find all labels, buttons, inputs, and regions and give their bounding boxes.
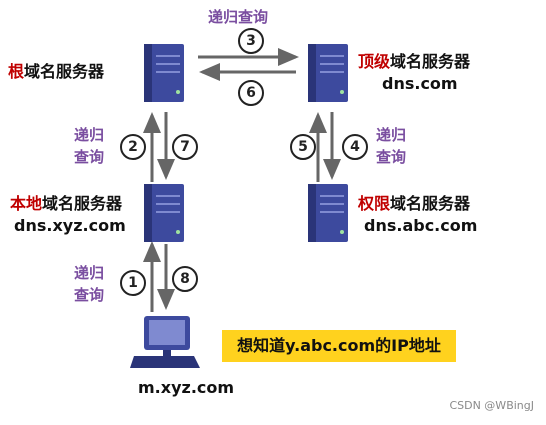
tld-server-icon xyxy=(308,44,348,102)
step-7-badge: 7 xyxy=(172,134,198,160)
local-server-label: 本地域名服务器 xyxy=(10,194,123,213)
local-server-icon xyxy=(144,184,184,242)
root-server-icon xyxy=(144,44,184,102)
query-note: 想知道y.abc.com的IP地址 xyxy=(222,330,456,362)
step-3-badge: 3 xyxy=(238,28,264,54)
local-server-host: dns.xyz.com xyxy=(14,216,126,235)
root-server-label: 根域名服务器 xyxy=(8,62,105,81)
watermark: CSDN @WBingJ xyxy=(449,399,534,412)
recursive-query-label-top: 递归查询 xyxy=(208,8,269,26)
step-4-badge: 4 xyxy=(342,134,368,160)
auth-server-host: dns.abc.com xyxy=(364,216,478,235)
step-1-badge: 1 xyxy=(120,270,146,296)
step-5-badge: 5 xyxy=(290,134,316,160)
client-host: m.xyz.com xyxy=(138,378,235,397)
recursive-query-label-1: 递归查询 xyxy=(74,264,105,304)
step-6-badge: 6 xyxy=(238,80,264,106)
auth-server-icon xyxy=(308,184,348,242)
tld-server-label: 顶级域名服务器 xyxy=(358,52,471,71)
recursive-query-label-4: 递归查询 xyxy=(376,126,407,166)
tld-server-host: dns.com xyxy=(382,74,458,93)
auth-server-label: 权限域名服务器 xyxy=(358,194,471,213)
step-8-badge: 8 xyxy=(172,266,198,292)
recursive-query-label-2: 递归查询 xyxy=(74,126,105,166)
client-computer-icon xyxy=(130,316,200,368)
step-2-badge: 2 xyxy=(120,134,146,160)
